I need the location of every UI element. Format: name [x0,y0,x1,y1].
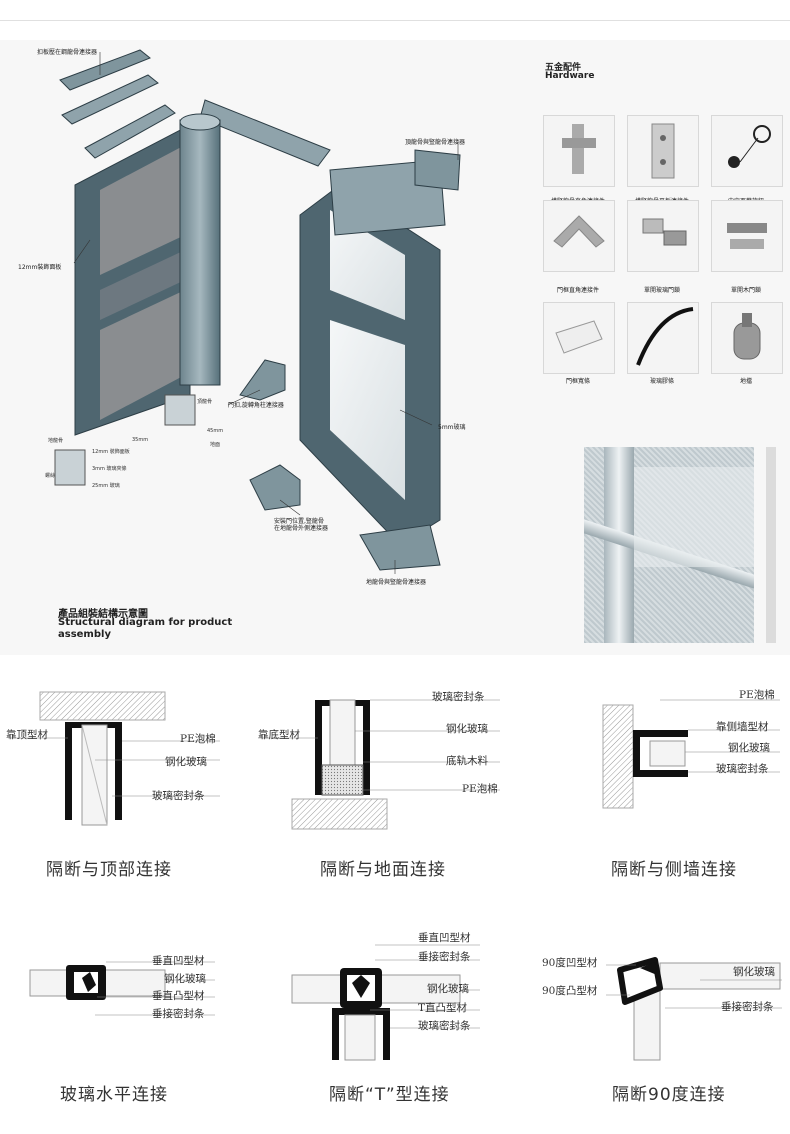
label-door-position2: 在地龍骨外側連接器 [274,525,329,532]
assembly-title-cn: 產品組裝結構示意圖 [58,609,148,620]
detail-t-connection [291,944,480,1061]
label-detail3: 螺絲 [45,473,56,479]
assembly-diagram [54,49,461,574]
top-rail-parts [59,49,331,167]
photo-edge [766,447,776,643]
d4-label-3: 垂接密封条 [152,1008,205,1020]
d1-label-3: 玻璃密封条 [152,790,205,802]
detail-diagrams [8,691,782,1061]
caption-side-wall: 隔断与侧墙连接 [611,860,737,880]
wide-strip-icon [543,302,615,374]
d3-label-2: 钢化玻璃 [728,742,770,754]
detail-side-wall [602,699,780,809]
d2-label-0: 玻璃密封条 [432,691,485,703]
d3-label-3: 玻璃密封条 [716,763,769,775]
frame-photo [584,447,754,643]
wood-lock-icon [711,200,783,272]
assembly-title-en-2: assembly [58,629,111,640]
d1-label-0: 靠顶型材 [6,729,48,741]
d6-label-2: 钢化玻璃 [733,966,775,978]
d3-label-0: PE泡棉 [739,689,775,701]
d3-label-1: 靠侧墙型材 [716,721,769,733]
hardware-title-cn: 五金配件 [545,63,582,73]
detail-glass-horizontal [29,961,215,1016]
detail-top-connection [8,691,220,826]
detail-floor-connection [258,699,500,830]
d4-label-0: 垂直凹型材 [152,955,205,967]
assembly-title-en-1: Structural diagram for product [58,617,233,628]
right-glass-wall [299,149,461,546]
label-floor-connector: 地龍骨與豎龍骨連接器 [366,579,427,586]
blind-knob-icon [711,115,783,187]
hardware-label: 門框直角連接件 [556,287,599,294]
callout-lines [73,52,459,574]
d2-label-1: 靠底型材 [258,729,300,741]
label-glass: 5mm玻璃 [438,424,466,431]
caption-glass-horizontal: 玻璃水平连接 [60,1085,168,1105]
caption-t-connection: 隔断“T”型连接 [329,1085,450,1105]
glass-lock-icon [627,200,699,272]
caption-90-degree: 隔断90度连接 [612,1085,726,1105]
d6-label-3: 垂接密封条 [721,1001,774,1013]
d2-label-2: 钢化玻璃 [446,723,488,735]
rubber-strip-icon [627,302,699,374]
detail-90-degree [606,957,782,1061]
d5-label-0: 垂直凹型材 [418,932,471,944]
label-top-connector: 扣板壓在鋼龍骨連接器 [37,49,98,56]
d5-label-3: T直凸型材 [418,1002,468,1014]
hardware-label: 地擋 [739,378,752,385]
label-detail7: 45mm [207,428,224,434]
label-door-corner: 門扣,旋轉角柱連接器 [228,402,284,409]
d4-label-2: 垂直凸型材 [152,990,205,1002]
label-panel: 12mm裝飾面板 [18,264,62,271]
d1-label-2: 钢化玻璃 [165,756,207,768]
angle-bracket-icon [543,115,615,187]
flat-plate-icon [627,115,699,187]
label-detail1: 地龍骨 [48,438,64,444]
label-detail4: 25mm 玻璃 [92,483,120,489]
d5-label-4: 玻璃密封条 [418,1020,471,1032]
connector-parts [54,359,441,571]
d2-label-4: PE泡棉 [462,783,498,795]
right-angle-icon [543,200,615,272]
hardware-title-en: Hardware [545,71,595,81]
d5-label-1: 垂接密封条 [418,951,471,963]
door-stop-icon [711,302,783,374]
d5-label-2: 钢化玻璃 [427,983,469,995]
label-door-position: 安裝門位置,豎龍骨 [274,518,324,525]
d4-label-1: 钢化玻璃 [164,973,206,985]
label-detail2: 12mm 裝飾面板 [92,449,130,455]
label-floor: 地面 [210,442,221,448]
caption-top-connection: 隔断与顶部连接 [46,860,172,880]
label-detail5: 頂龍骨 [197,399,213,405]
label-detail8: 3mm 玻璃夾條 [92,466,127,472]
hardware-label: 玻璃膠條 [649,378,674,385]
top-rule [0,20,790,21]
hardware-label: 單開木門鎖 [730,287,761,294]
hardware-label: 單開玻璃門鎖 [643,287,680,294]
d6-label-0: 90度凹型材 [542,957,598,969]
d6-label-1: 90度凸型材 [542,985,598,997]
left-panel-wall [74,113,221,436]
d1-label-1: PE泡棉 [180,733,216,745]
d2-label-3: 底轨木料 [446,755,488,767]
label-ceiling-connector: 頂龍骨與豎龍骨連接器 [405,139,466,146]
caption-floor-connection: 隔断与地面连接 [320,860,446,880]
hardware-label: 門框寬條 [565,378,590,385]
label-detail6: 35mm [132,437,149,443]
